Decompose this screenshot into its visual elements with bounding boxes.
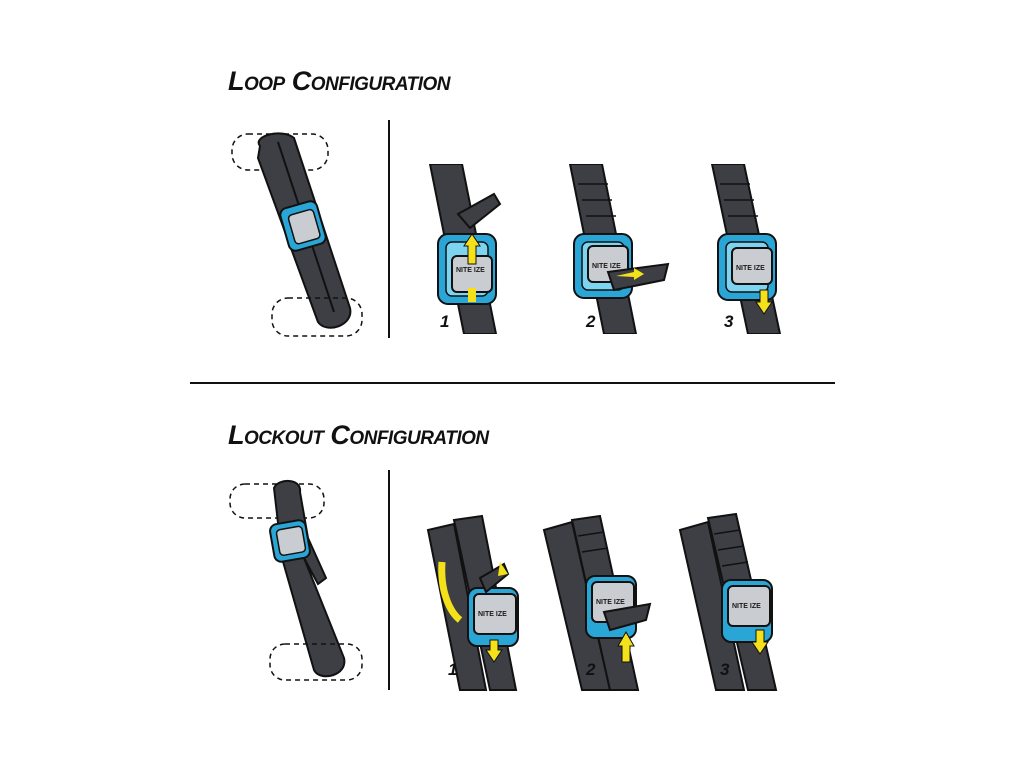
arrow-down-icon xyxy=(751,629,769,655)
loop-overview-illustration xyxy=(231,132,363,337)
arrow-down-icon xyxy=(755,289,773,315)
buckle-logo: NITE IZE xyxy=(736,265,765,272)
dashed-bar-bottom xyxy=(269,643,363,681)
loop-step-2-illustration: NITE IZE xyxy=(568,164,670,334)
curved-arrow-icon xyxy=(438,561,463,623)
loop-step-1-illustration: NITE IZE xyxy=(428,164,502,334)
buckle-logo: NITE IZE xyxy=(478,611,507,618)
lockout-divider xyxy=(388,470,390,690)
arrow-down-icon xyxy=(485,639,503,663)
loop-divider xyxy=(388,120,390,338)
arrow-up-icon xyxy=(463,233,481,265)
buckle-logo: NITE IZE xyxy=(732,603,761,610)
arrow-up-icon xyxy=(617,630,635,663)
loop-configuration-title: Loop Configuration xyxy=(228,66,451,96)
lockout-step-2-illustration: NITE IZE xyxy=(542,514,652,691)
loop-step-1-number: 1 xyxy=(440,312,450,331)
section-divider xyxy=(190,382,835,384)
buckle-logo: NITE IZE xyxy=(596,599,625,606)
lockout-step-1-number: 1 xyxy=(448,660,458,679)
loop-step-3-number: 3 xyxy=(724,312,734,331)
strap-lockout xyxy=(272,480,346,678)
loop-step-3-illustration: NITE IZE xyxy=(710,164,782,334)
lockout-step-1-illustration: NITE IZE xyxy=(426,514,519,691)
lockout-overview-illustration xyxy=(229,480,363,681)
buckle-logo: NITE IZE xyxy=(592,263,621,270)
arrow-up-icon xyxy=(498,562,508,576)
buckle-logo: NITE IZE xyxy=(456,267,485,274)
lockout-step-3-number: 3 xyxy=(720,660,730,679)
lockout-step-2-number: 2 xyxy=(586,660,596,679)
buckle-icon xyxy=(279,200,327,252)
lockout-step-3-illustration: NITE IZE xyxy=(678,512,778,691)
lockout-configuration-title: Lockout Configuration xyxy=(228,420,489,450)
buckle-icon xyxy=(269,519,311,563)
loop-step-2-number: 2 xyxy=(586,312,596,331)
arrow-right-icon xyxy=(616,268,644,280)
dashed-bar-bottom xyxy=(271,297,363,337)
